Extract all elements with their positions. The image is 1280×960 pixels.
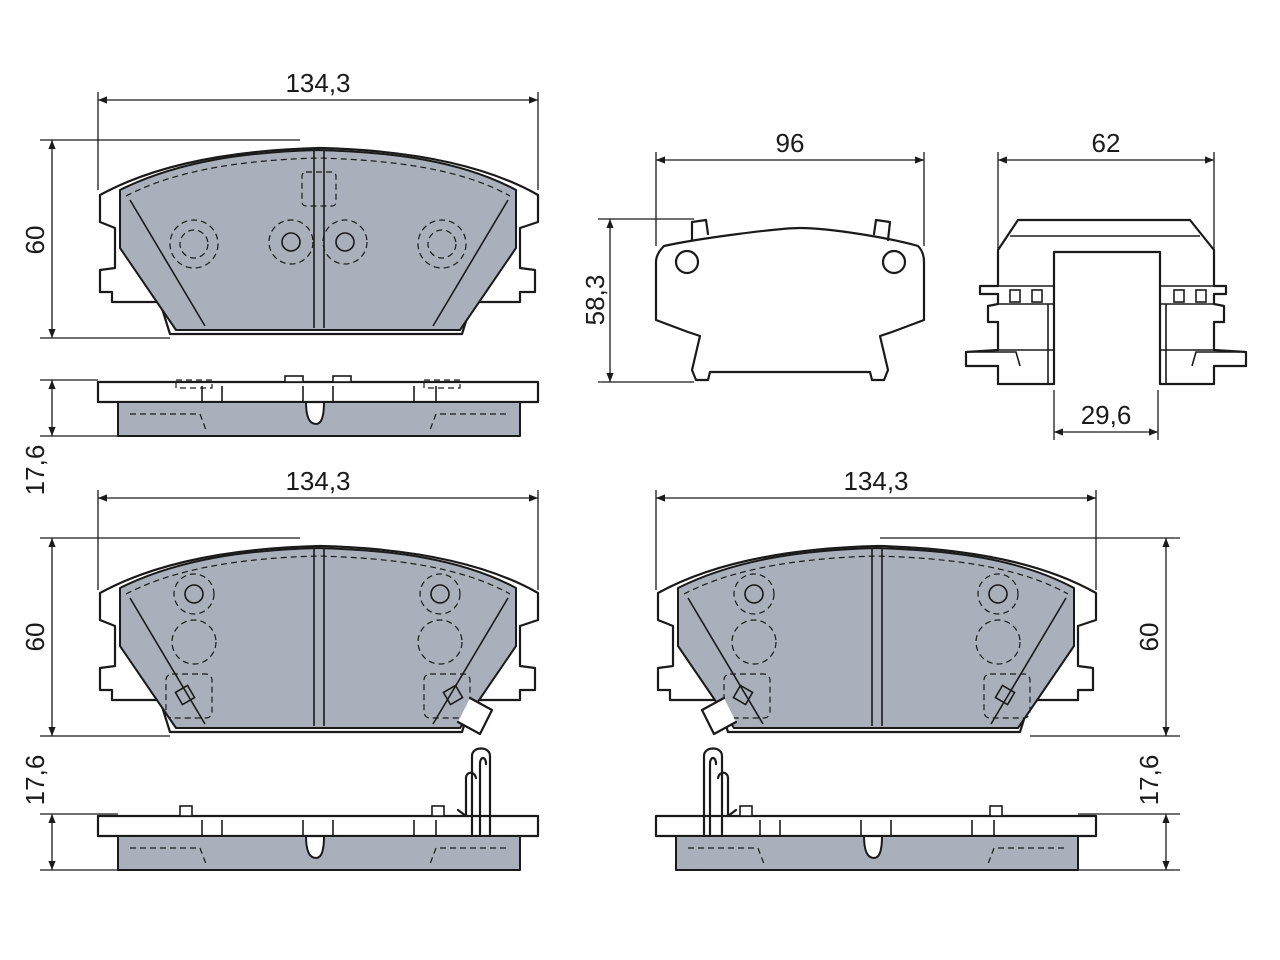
shim-width-dimension: 96 (655, 128, 925, 246)
bottom-left-width-label: 134,3 (285, 466, 350, 496)
bottom-right-pad-side-view (654, 747, 1098, 872)
clip-inner-width-label: 29,6 (1081, 400, 1132, 430)
bottom-right-thickness-label: 17,6 (1134, 755, 1164, 806)
top-pad-side-view (96, 375, 540, 438)
top-pad-height-label: 60 (20, 226, 50, 255)
bottom-right-height-label: 60 (1134, 623, 1164, 652)
bottom-left-pad-side-view (96, 747, 540, 872)
top-pad-width-label: 134,3 (285, 68, 350, 98)
clip-inner-width-dimension: 29,6 (1053, 390, 1159, 440)
shim-width-label: 96 (776, 128, 805, 158)
bottom-left-thickness-dimension: 17,6 (20, 755, 118, 871)
top-pad-front-view (98, 146, 540, 336)
shim-height-dimension: 58,3 (580, 218, 694, 383)
top-pad-thickness-dimension: 17,6 (20, 379, 118, 496)
bottom-left-pad-front-view (98, 544, 540, 736)
bottom-left-height-dimension: 60 (20, 537, 300, 737)
top-pad-thickness-label: 17,6 (20, 445, 50, 496)
top-pad-height-dimension: 60 (20, 139, 300, 339)
clip-width-dimension: 62 (997, 128, 1215, 250)
bottom-right-pad-front-view (656, 544, 1098, 736)
retaining-clip-view (964, 218, 1248, 386)
bottom-right-width-dimension: 134,3 (655, 466, 1097, 590)
bottom-right-width-label: 134,3 (843, 466, 908, 496)
shim-plate-view (654, 218, 926, 382)
bottom-right-thickness-dimension: 17,6 (1078, 755, 1180, 871)
top-pad-width-dimension: 134,3 (97, 68, 539, 190)
clip-width-label: 62 (1092, 128, 1121, 158)
bottom-left-width-dimension: 134,3 (97, 466, 539, 590)
bottom-right-height-dimension: 60 (880, 537, 1180, 737)
shim-height-label: 58,3 (580, 275, 610, 326)
bottom-left-thickness-label: 17,6 (20, 755, 50, 806)
bottom-left-height-label: 60 (20, 623, 50, 652)
